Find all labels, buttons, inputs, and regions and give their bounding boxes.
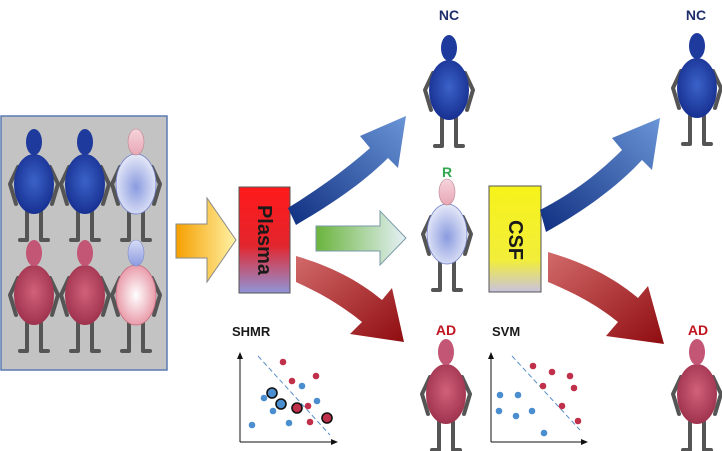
plasma-ad-arrow-icon bbox=[296, 256, 404, 342]
csf-ad-arrow-icon bbox=[548, 252, 664, 344]
ad-person-icon bbox=[671, 339, 722, 451]
plasma-label: Plasma bbox=[253, 205, 275, 276]
person-icon bbox=[59, 240, 111, 353]
plasma-nc-arrow-icon bbox=[288, 116, 406, 225]
person-icon bbox=[8, 240, 60, 353]
nc-label-right: NC bbox=[686, 7, 706, 23]
plasma-r-arrow-icon bbox=[315, 209, 407, 267]
ad-person-icon bbox=[420, 339, 472, 451]
person-icon bbox=[110, 128, 162, 242]
r-person-icon bbox=[421, 178, 473, 292]
ad-label-middle: AD bbox=[436, 322, 456, 338]
csf-box: CSF bbox=[488, 185, 542, 293]
input-arrow-icon bbox=[175, 196, 237, 284]
r-label-middle: R bbox=[442, 164, 452, 180]
shmr-scatter-plot-icon bbox=[237, 352, 338, 445]
person-icon bbox=[110, 239, 162, 353]
nc-person-icon bbox=[671, 33, 722, 146]
csf-nc-arrow-icon bbox=[540, 118, 660, 232]
nc-person-icon bbox=[423, 35, 475, 148]
person-icon bbox=[59, 129, 111, 242]
shmr-label: SHMR bbox=[232, 324, 271, 339]
svm-label: SVM bbox=[492, 324, 520, 339]
person-icon bbox=[8, 129, 60, 242]
plasma-box: Plasma bbox=[238, 186, 291, 294]
nc-label-middle: NC bbox=[439, 7, 459, 23]
ad-label-right: AD bbox=[688, 322, 708, 338]
csf-label: CSF bbox=[504, 220, 526, 260]
cohort-panel bbox=[0, 115, 168, 371]
svm-scatter-plot-icon bbox=[488, 352, 588, 445]
